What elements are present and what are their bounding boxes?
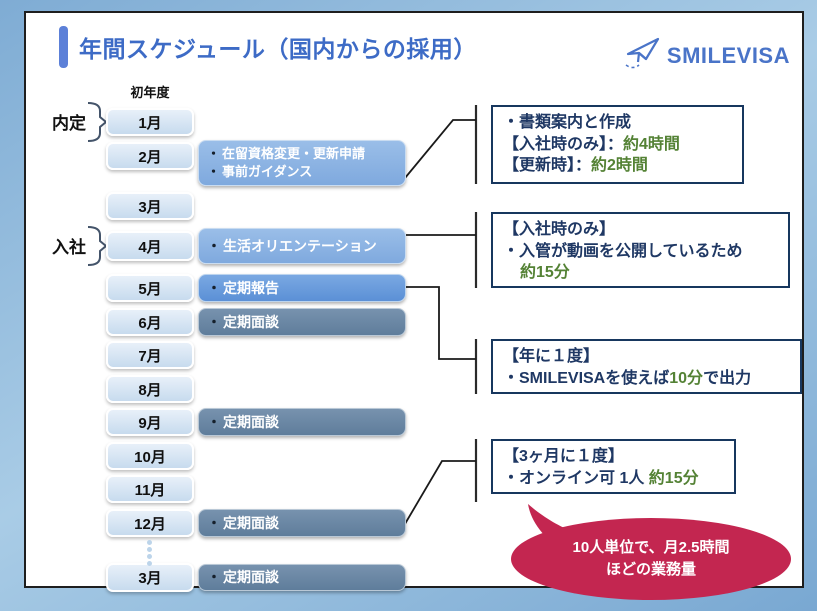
task-bar: ・定期面談 (198, 308, 406, 336)
task-bar: ・在留資格変更・更新申請・事前ガイダンス (198, 140, 406, 186)
month-cell: 7月 (106, 341, 194, 369)
callout-box: 【年に１度】・SMILEVISAを使えば10分で出力 (491, 339, 802, 394)
bullet-icon: ・ (207, 313, 221, 330)
bullet-icon: ・ (207, 413, 221, 430)
continuation-dot (147, 561, 152, 566)
task-bar: ・定期面談 (198, 564, 406, 591)
month-cell: 8月 (106, 375, 194, 403)
callout-box: ・書類案内と作成【入社時のみ】：約4時間【更新時】：約2時間 (491, 105, 744, 184)
phase-label-nyusha: 入社 (52, 238, 86, 257)
callout-box: 【入社時のみ】・入管が動画を公開しているため約15分 (491, 212, 790, 288)
task-bar-label: ・定期面談 (207, 569, 279, 586)
workload-bubble: 10人単位で、月2.5時間 ほどの業務量 (511, 518, 791, 600)
callout-line: 【年に１度】 (503, 348, 600, 365)
callout-line: 約15分 (520, 264, 570, 282)
logo: SMILEVISA (623, 33, 790, 78)
month-cell: 2月 (106, 142, 194, 170)
bubble-text-line: 10人単位で、月2.5時間 (572, 539, 730, 557)
callout-box: 【3ヶ月に１度】・オンライン可 1人 約15分 (491, 439, 736, 494)
bullet-icon: ・ (207, 514, 221, 531)
callout-line: 【入社時のみ】：約4時間 (503, 135, 680, 153)
bullet-icon: ・ (207, 146, 221, 162)
continuation-dot (147, 540, 152, 545)
task-bar: ・生活オリエンテーション (198, 228, 406, 264)
bubble-text-line: ほどの業務量 (605, 561, 696, 578)
task-bar-label: ・定期報告 (207, 279, 279, 296)
callout-line: ・入管が動画を公開しているため (503, 242, 743, 260)
month-cell: 4月 (106, 231, 194, 261)
task-bar-label: ・事前ガイダンス (207, 164, 313, 179)
month-cell: 3月 (106, 192, 194, 220)
callout-line: 【3ヶ月に１度】 (503, 448, 624, 465)
task-bar: ・定期面談 (198, 408, 406, 436)
month-cell: 12月 (106, 509, 194, 537)
task-bar-label: ・定期面談 (207, 413, 279, 430)
callout-line: ・オンライン可 1人 約15分 (503, 469, 699, 487)
continuation-dot (147, 547, 152, 552)
task-bar: ・定期報告 (198, 274, 406, 302)
task-bar-label: ・在留資格変更・更新申請 (207, 146, 366, 162)
month-cell: 6月 (106, 308, 194, 336)
logo-text: SMILEVISA (666, 42, 790, 68)
month-cell: 5月 (106, 274, 194, 302)
phase-label-naitei: 内定 (52, 114, 86, 133)
connector-line (401, 119, 476, 530)
continuation-dot (147, 554, 152, 559)
first-year-label: 初年度 (130, 85, 170, 100)
bullet-icon: ・ (207, 164, 221, 179)
month-cell: 1月 (106, 108, 194, 136)
bullet-icon: ・ (207, 569, 221, 586)
bullet-icon: ・ (207, 279, 221, 296)
month-cell: 10月 (106, 442, 194, 470)
bullet-icon: ・ (207, 237, 221, 254)
month-cell: 3月 (106, 563, 194, 592)
callout-line: 【更新時】：約2時間 (503, 157, 648, 175)
callout-line: 【入社時のみ】 (503, 221, 616, 238)
task-bar-label: ・生活オリエンテーション (207, 237, 377, 254)
callout-line: ・書類案内と作成 (503, 114, 632, 131)
month-cell: 11月 (106, 475, 194, 503)
page-title: 年間スケジュール（国内からの採用） (79, 36, 477, 62)
paper-plane-icon (623, 33, 663, 78)
task-bar-label: ・定期面談 (207, 514, 279, 531)
task-bar: ・定期面談 (198, 509, 406, 537)
task-bar-label: ・定期面談 (207, 313, 279, 330)
callout-line: ・SMILEVISAを使えば10分で出力 (503, 369, 752, 387)
phase-brace-icon (87, 102, 108, 266)
month-cell: 9月 (106, 408, 194, 436)
connector-lines (87, 102, 478, 530)
slide-card: 年間スケジュール（国内からの採用） SMILEVISA (24, 11, 804, 600)
title-row: 年間スケジュール（国内からの採用） (59, 26, 477, 68)
title-accent-bar (59, 26, 68, 68)
